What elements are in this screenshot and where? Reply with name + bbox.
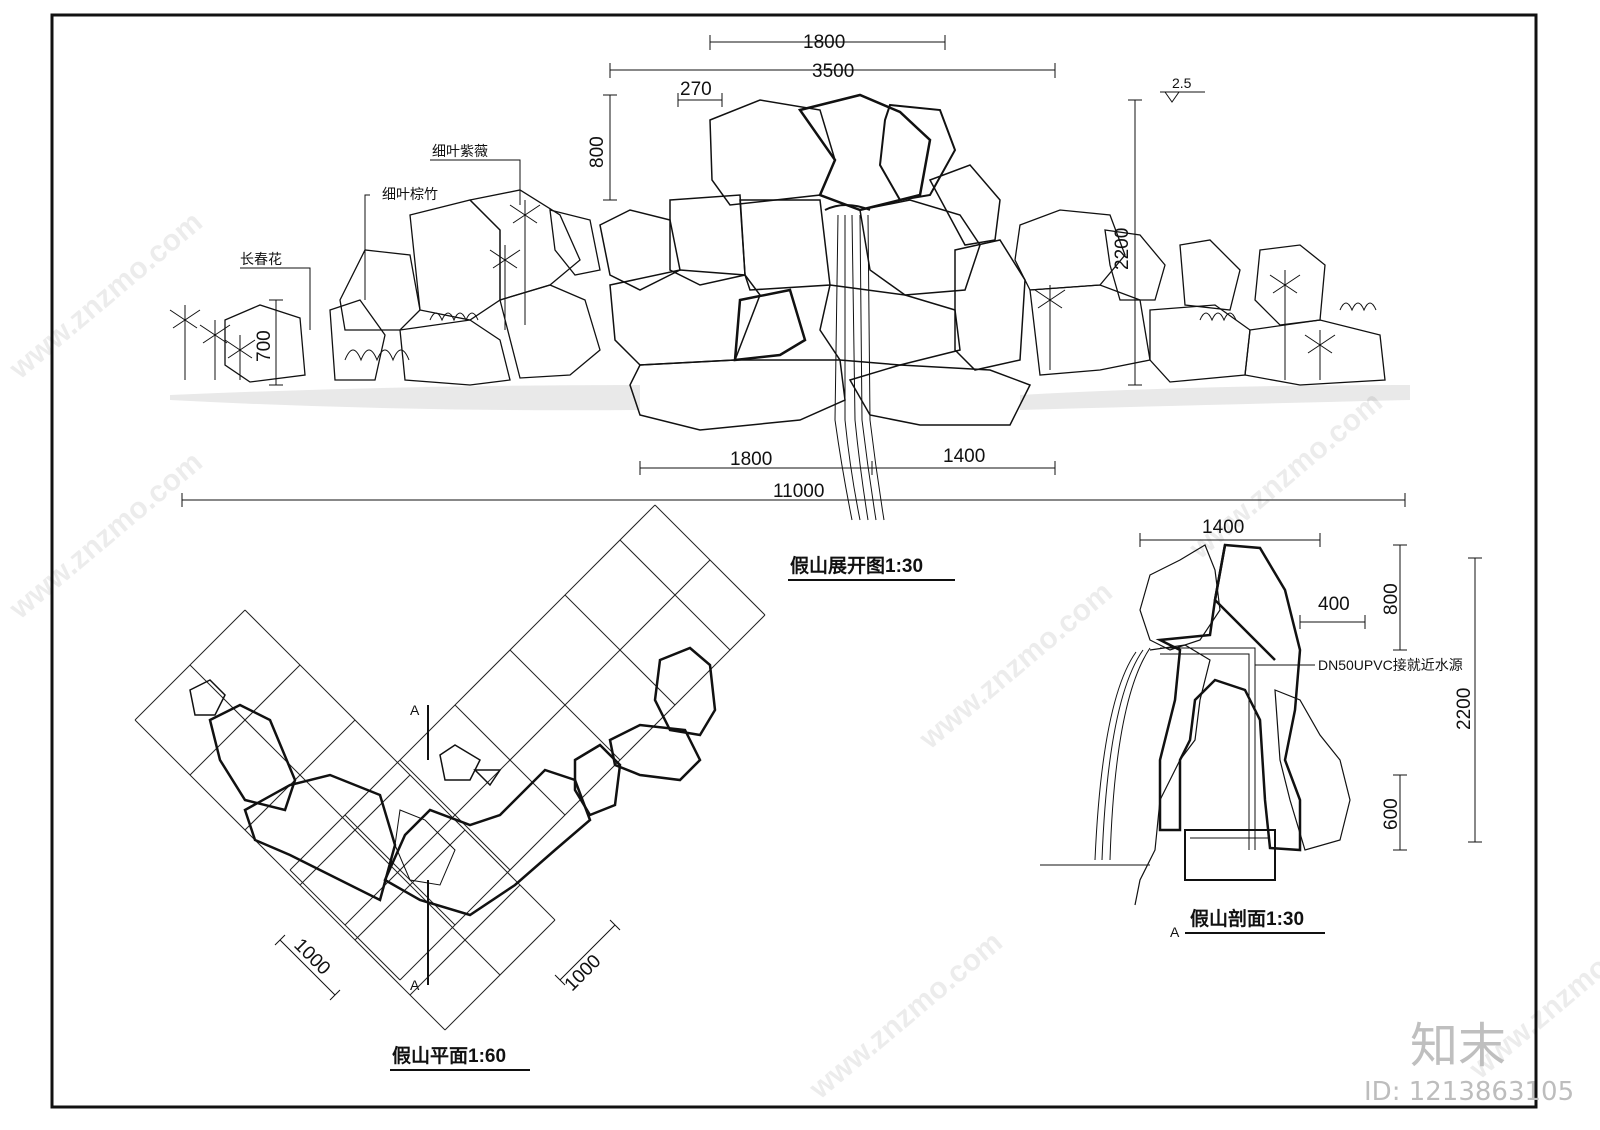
rock-cluster-right bbox=[1014, 209, 1386, 386]
plan-dimensions bbox=[274, 919, 621, 1001]
brand-logo: 知末 bbox=[1410, 1018, 1506, 1074]
dim-700: 700 bbox=[254, 330, 275, 362]
section-mark-bottom: A bbox=[410, 977, 420, 993]
plan-dim-right: 1000 bbox=[561, 951, 606, 996]
plant-label-2: 细叶棕竹 bbox=[382, 186, 438, 202]
plant-label-3: 长春花 bbox=[240, 251, 282, 267]
plan-dim-left: 1000 bbox=[289, 935, 334, 980]
plant-label-1: 细叶紫薇 bbox=[432, 143, 488, 159]
elevation-title: 假山展开图1:30 bbox=[790, 554, 923, 577]
shrub-symbol-2 bbox=[429, 312, 479, 322]
section-dim-400: 400 bbox=[1318, 594, 1350, 615]
section-dim-width: 1400 bbox=[1202, 517, 1244, 538]
plant-symbols bbox=[169, 200, 1377, 380]
shrub-symbol-1 bbox=[344, 349, 410, 362]
rock-cluster-left bbox=[224, 189, 601, 386]
section-water-stream bbox=[1094, 647, 1151, 861]
plan-grid bbox=[134, 504, 766, 1031]
watermark-url-4: www.znzmo.com bbox=[803, 925, 1009, 1106]
dim-top-small: 1800 bbox=[803, 32, 845, 53]
watermarks: www.znzmo.com www.znzmo.com www.znzmo.co… bbox=[3, 205, 1600, 1106]
palm-symbol-7 bbox=[1269, 270, 1301, 380]
section-pipe bbox=[1160, 647, 1315, 850]
ground-texture-right bbox=[1020, 385, 1410, 410]
section-title: 假山剖面1:30 bbox=[1190, 907, 1304, 930]
level-mark: 2.5 bbox=[1172, 75, 1192, 91]
dim-bottom-left: 1800 bbox=[730, 449, 772, 470]
watermark-url-1: www.znzmo.com bbox=[3, 205, 209, 386]
elevation-dimensions bbox=[181, 35, 1406, 507]
palm-symbol-4 bbox=[509, 200, 541, 325]
section-dim-2200: 2200 bbox=[1454, 688, 1475, 730]
section-dim-600: 600 bbox=[1381, 798, 1402, 830]
shrub-symbol-4 bbox=[1339, 302, 1377, 312]
section-basin bbox=[1184, 829, 1276, 881]
dim-bottom-right: 1400 bbox=[943, 446, 985, 467]
section-mark-top: A bbox=[410, 702, 420, 718]
palm-symbol-5 bbox=[489, 245, 521, 330]
plan-title: 假山平面1:60 bbox=[392, 1044, 506, 1067]
section-view: 1400 400 800 2200 600 DN50UPVC接就近水源 A 假山… bbox=[1040, 517, 1482, 940]
dim-800: 800 bbox=[587, 136, 608, 168]
ground-texture bbox=[170, 385, 640, 411]
dim-total: 11000 bbox=[773, 481, 824, 502]
palm-symbol-1 bbox=[169, 305, 201, 380]
palm-symbol-6 bbox=[1034, 285, 1066, 370]
section-dimensions bbox=[1139, 533, 1482, 851]
pipe-note: DN50UPVC接就近水源 bbox=[1318, 657, 1463, 673]
shrub-symbol-3 bbox=[1199, 312, 1237, 322]
palm-symbol-3 bbox=[224, 335, 256, 380]
palm-symbol-8 bbox=[1304, 330, 1336, 380]
dim-2200: 2200 bbox=[1112, 228, 1133, 270]
plant-leaders bbox=[240, 159, 521, 330]
waterfall bbox=[824, 204, 885, 521]
section-marker: A bbox=[1170, 924, 1180, 940]
elevation-view: 细叶紫薇 细叶棕竹 长春花 1800 3500 270 800 2200 2.5… bbox=[169, 32, 1410, 581]
drawing-frame bbox=[50, 13, 1538, 1109]
watermark-url-3: www.znzmo.com bbox=[3, 445, 209, 626]
section-core-rock bbox=[1155, 543, 1302, 852]
plan-rocks bbox=[189, 646, 717, 917]
watermark-url-6: www.znzmo.com bbox=[913, 575, 1119, 756]
plan-view: A A 1000 1000 假山平面1:60 bbox=[134, 504, 766, 1071]
dim-270: 270 bbox=[680, 79, 712, 100]
dim-top-large: 3500 bbox=[812, 61, 854, 82]
image-id: ID: 1213863105 bbox=[1364, 1077, 1574, 1107]
watermark-url-2: www.znzmo.com bbox=[1183, 385, 1389, 566]
rock-mass-center bbox=[599, 93, 1032, 431]
section-dim-800: 800 bbox=[1381, 583, 1402, 615]
palm-symbol-2 bbox=[199, 320, 231, 380]
